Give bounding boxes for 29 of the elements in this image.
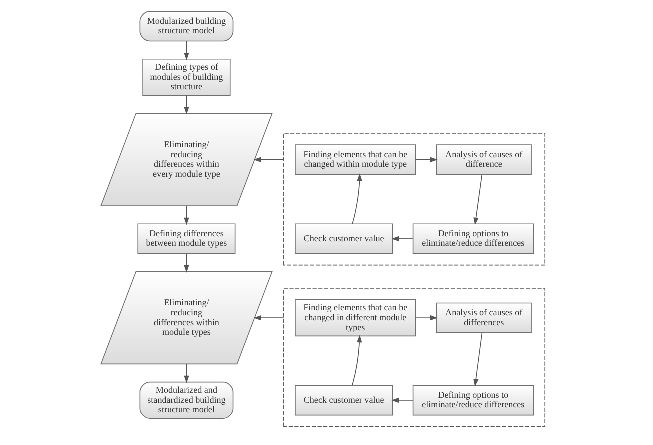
arrow bbox=[392, 236, 414, 242]
arrow bbox=[184, 40, 190, 60]
arrow bbox=[254, 315, 284, 321]
node-box: Check customer value bbox=[295, 385, 394, 416]
arrow bbox=[184, 364, 190, 384]
node-box: Defining types of modules of building structure bbox=[142, 58, 231, 96]
arrow bbox=[392, 398, 414, 404]
node-box: Finding elements that can be changed within module type bbox=[295, 144, 416, 176]
arrow bbox=[254, 157, 284, 162]
node-box: Defining differences between module types bbox=[138, 224, 236, 254]
node-box: Analysis of causes of difference bbox=[436, 144, 532, 176]
node-box: Check customer value bbox=[295, 224, 394, 254]
cluster bbox=[284, 288, 546, 428]
arrow bbox=[474, 174, 483, 226]
arrow bbox=[184, 206, 190, 226]
node-box: Modularized and standardized building structure model bbox=[140, 382, 234, 419]
node-box: Modularized building structure model bbox=[140, 11, 234, 42]
arrow bbox=[352, 174, 362, 224]
arrow bbox=[184, 95, 190, 115]
arrow bbox=[474, 332, 483, 387]
arrow bbox=[415, 315, 438, 321]
arrow bbox=[352, 335, 362, 386]
node-box: Defining options to eliminate/reduce differences bbox=[412, 224, 534, 254]
node-box: Defining options to eliminate/reduce differences bbox=[412, 385, 534, 416]
node-box: Analysis of causes of differences bbox=[436, 302, 532, 334]
cluster bbox=[284, 133, 546, 266]
arrow bbox=[184, 254, 190, 273]
node-box: Finding elements that can be changed in different module types bbox=[295, 300, 416, 337]
arrow bbox=[415, 157, 438, 162]
